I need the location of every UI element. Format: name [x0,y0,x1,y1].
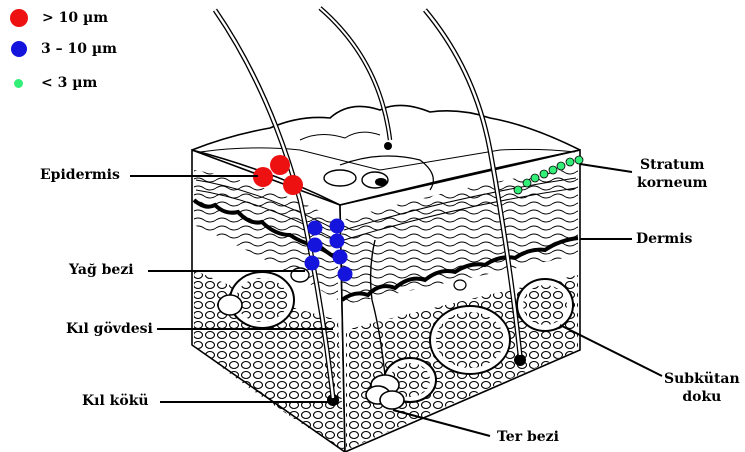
small-particle [514,186,522,194]
label-kil-govdesi: Kıl gövdesi [66,320,153,338]
legend-label-medium: 3 – 10 µm [41,41,117,57]
label-kil-koku: Kıl kökü [82,392,149,410]
medium-particle [333,250,348,265]
legend-item-medium: 3 – 10 µm [10,41,117,57]
stratum-corneum-leader-line [580,164,632,172]
large-particle [283,175,303,195]
medium-particle [330,219,345,234]
label-stratum-corneum: Stratum korneum [637,156,708,192]
small-particle [566,158,574,166]
medium-particle [338,267,353,282]
skin-block [192,105,580,452]
small-particle [523,179,531,187]
medium-particle [308,238,323,253]
medium-particle [308,221,323,236]
label-dermis: Dermis [636,230,692,248]
legend-label-large: > 10 µm [42,10,108,26]
label-ter-bezi: Ter bezi [497,428,559,446]
label-yag-bezi: Yağ bezi [69,261,134,279]
red-dot-icon [10,9,28,27]
green-dot-icon [14,79,23,88]
legend-item-small: < 3 µm [10,75,97,91]
legend-item-large: > 10 µm [10,9,108,27]
label-epidermis: Epidermis [40,166,120,184]
small-particle [531,174,539,182]
large-particle [270,155,290,175]
legend-label-small: < 3 µm [41,75,97,91]
small-particle [540,170,548,178]
small-particle [575,156,583,164]
medium-particle [305,256,320,271]
label-subkutan-doku: Subkütan doku [664,370,740,406]
small-particle [549,166,557,174]
blue-dot-icon [11,41,27,57]
small-particle [557,162,565,170]
medium-particle [330,234,345,249]
